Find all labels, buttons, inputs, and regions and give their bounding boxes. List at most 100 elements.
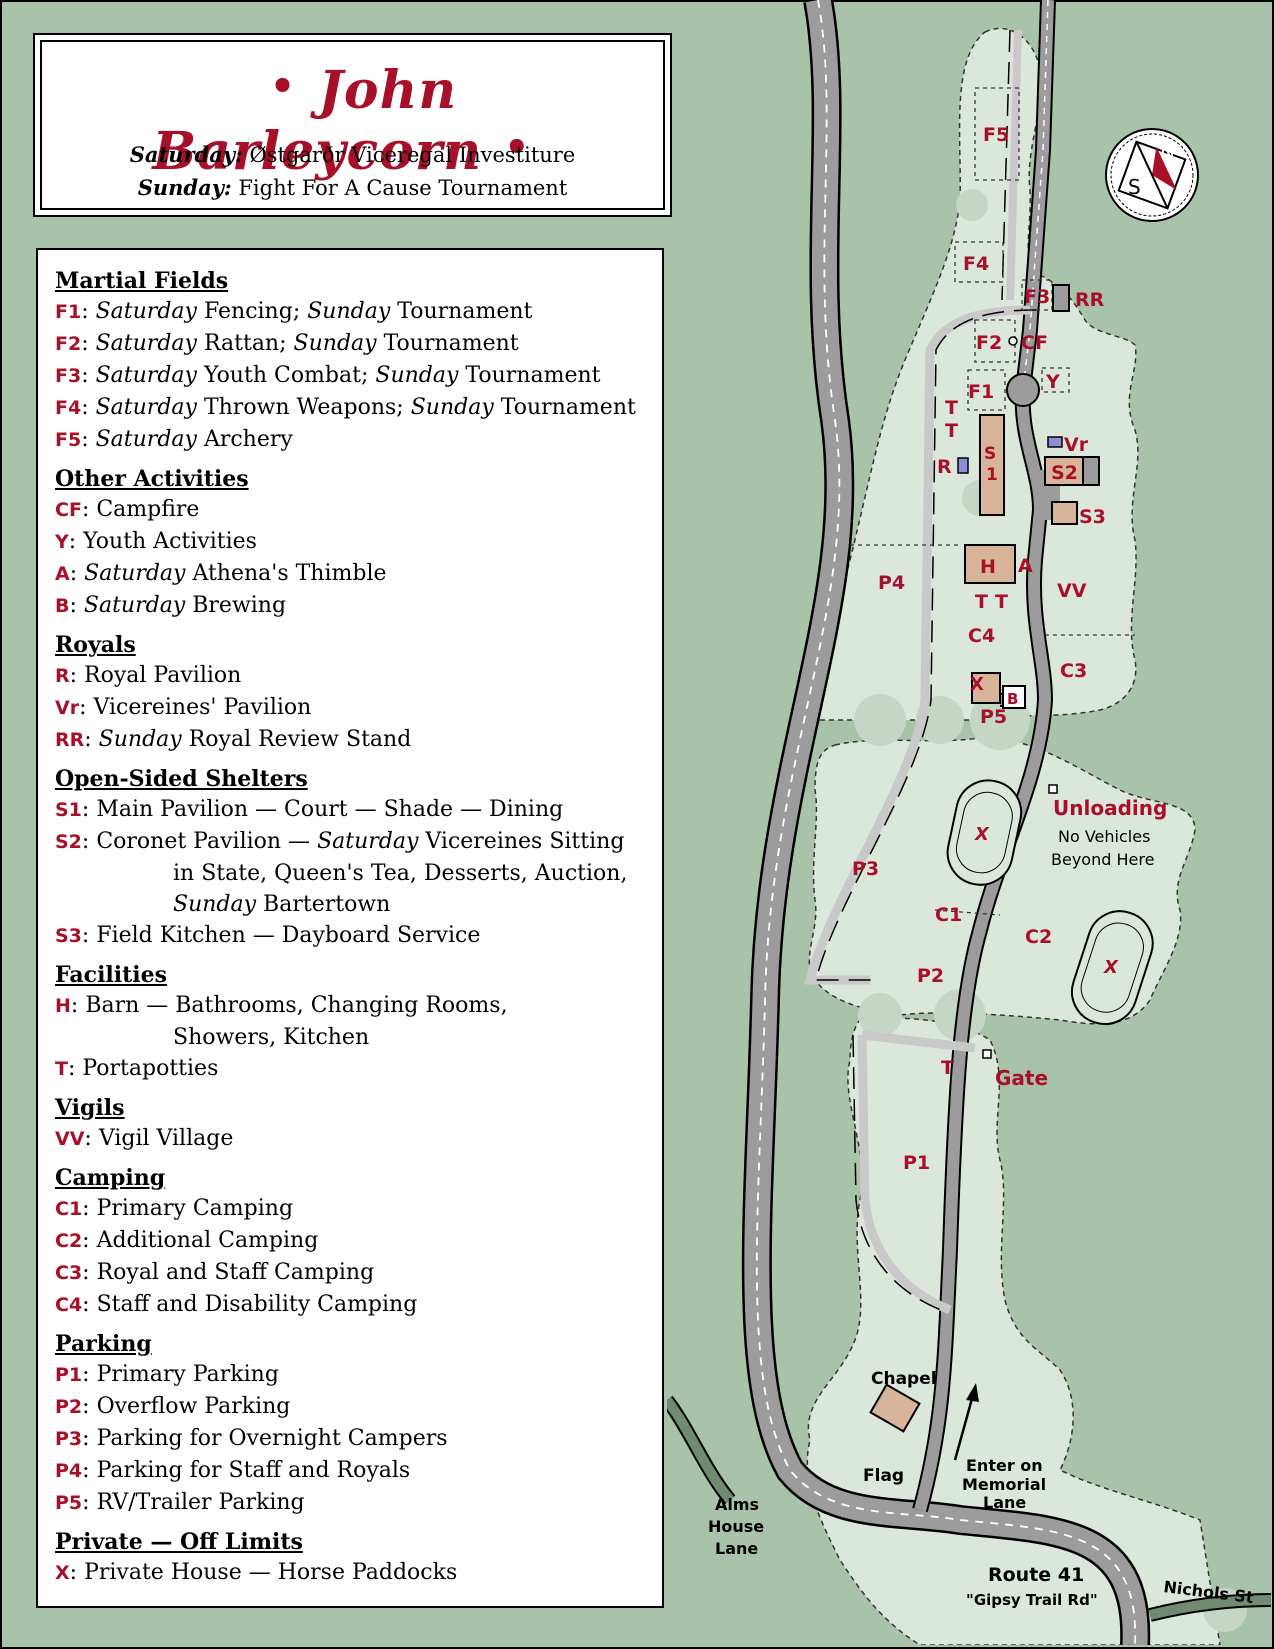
legend-item: Y: Youth Activities	[55, 529, 257, 554]
legend-item: C3: Royal and Staff Camping	[55, 1260, 375, 1285]
site-map: N S F5 F4 F3 RR F2 CF F1 Y T T R S 1 Vr …	[667, 0, 1271, 1645]
label-beyond-here: Beyond Here	[1051, 850, 1154, 869]
label-p2: P2	[917, 965, 944, 987]
label-gipsy-trail: "Gipsy Trail Rd"	[966, 1591, 1098, 1609]
legend-other: Other Activities CF: Campfire Y: Youth A…	[55, 464, 662, 622]
label-c3: C3	[1060, 660, 1087, 682]
title-box: •John Barleycorn• Saturday: Østgarðr Vic…	[33, 33, 672, 217]
label-y: Y	[1045, 371, 1060, 393]
buildings	[869, 284, 1100, 1433]
legend-item: CF: Campfire	[55, 497, 200, 522]
legend-item: F2: Saturday Rattan; Sunday Tournament	[55, 331, 519, 356]
label-x: X	[970, 674, 984, 695]
label-alms-lane: Lane	[715, 1539, 758, 1558]
label-p1: P1	[903, 1152, 930, 1174]
side-roads	[667, 1395, 1271, 1622]
legend-item: A: Saturday Athena's Thimble	[55, 561, 387, 586]
legend-item: X: Private House — Horse Paddocks	[55, 1560, 458, 1585]
s2-pavilion	[1044, 456, 1084, 486]
legend-camping: Camping C1: Primary Camping C2: Addition…	[55, 1163, 662, 1321]
vicereines-pavilion	[1047, 436, 1063, 448]
legend-heading: Vigils	[55, 1095, 125, 1121]
legend-item-continued: Showers, Kitchen	[173, 1025, 370, 1050]
label-c1: C1	[935, 904, 962, 926]
label-p3: P3	[852, 858, 879, 880]
legend-martial: Martial Fields F1: Saturday Fencing; Sun…	[55, 266, 662, 456]
royal-pavilion	[957, 457, 969, 474]
legend: Martial Fields F1: Saturday Fencing; Sun…	[36, 248, 664, 1608]
legend-item: F4: Saturday Thrown Weapons; Sunday Tour…	[55, 395, 636, 420]
label-memorial: Memorial	[962, 1475, 1046, 1494]
label-t: T	[975, 591, 988, 613]
legend-item: P4: Parking for Staff and Royals	[55, 1458, 411, 1483]
label-h: H	[980, 556, 996, 578]
label-flag: Flag	[863, 1466, 904, 1486]
label-c4: C4	[968, 625, 995, 647]
legend-item: H: Barn — Bathrooms, Changing Rooms,	[55, 993, 508, 1018]
flag-marker	[852, 1458, 912, 1488]
brewing-shed	[1002, 685, 1026, 709]
legend-item: S2: Coronet Pavilion — Saturday Vicerein…	[55, 829, 625, 854]
label-chapel: Chapel	[871, 1369, 937, 1389]
label-alms: Alms	[715, 1495, 759, 1514]
s1-pavilion	[979, 414, 1005, 516]
label-c2: C2	[1025, 926, 1052, 948]
legend-item: F5: Saturday Archery	[55, 427, 293, 452]
parking-tracks	[804, 29, 1037, 1315]
label-f3: F3	[1024, 286, 1050, 308]
legend-private: Private — Off Limits X: Private House — …	[55, 1527, 662, 1589]
paddocks	[946, 779, 1154, 1026]
gate-marker	[982, 1049, 992, 1059]
label-b: B	[1007, 690, 1018, 708]
label-s1: S	[984, 444, 996, 464]
sunday-event: Sunday: Fight For A Cause Tournament	[137, 175, 568, 200]
main-road	[741, 0, 1151, 1645]
label-no-vehicles: No Vehicles	[1058, 827, 1150, 846]
legend-item: P2: Overflow Parking	[55, 1394, 291, 1419]
legend-item: P5: RV/Trailer Parking	[55, 1490, 305, 1515]
legend-item: B: Saturday Brewing	[55, 593, 287, 618]
legend-item: P3: Parking for Overnight Campers	[55, 1426, 448, 1451]
label-vv: VV	[1057, 580, 1087, 602]
legend-heading: Martial Fields	[55, 268, 229, 294]
label-unloading: Unloading	[1053, 796, 1167, 820]
label-p4: P4	[878, 572, 905, 594]
legend-royals: Royals R: Royal Pavilion Vr: Vicereines'…	[55, 630, 662, 756]
legend-facilities: Facilities H: Barn — Bathrooms, Changing…	[55, 960, 662, 1085]
label-f2: F2	[976, 332, 1002, 354]
unloading-marker	[1048, 784, 1058, 794]
legend-heading: Camping	[55, 1165, 166, 1191]
compass-north: N	[1160, 140, 1175, 164]
label-p5: P5	[980, 706, 1007, 728]
barn	[964, 544, 1016, 584]
event-title: •John Barleycorn•	[152, 60, 531, 182]
legend-heading: Other Activities	[55, 466, 249, 492]
label-t: T	[945, 420, 958, 442]
label-f4: F4	[963, 253, 989, 275]
compass-south: S	[1128, 175, 1141, 199]
legend-heading: Open-Sided Shelters	[55, 766, 308, 792]
label-a: A	[1018, 555, 1033, 577]
legend-item: F1: Saturday Fencing; Sunday Tournament	[55, 299, 533, 324]
markers	[982, 336, 1058, 1059]
legend-item: Vr: Vicereines' Pavilion	[55, 695, 312, 720]
legend-heading: Royals	[55, 632, 136, 658]
legend-item: VV: Vigil Village	[55, 1126, 234, 1151]
legend-item: C2: Additional Camping	[55, 1228, 319, 1253]
label-route-41: Route 41	[988, 1564, 1084, 1586]
label-lane: Lane	[983, 1493, 1026, 1512]
legend-heading: Facilities	[55, 962, 168, 988]
legend-item: P1: Primary Parking	[55, 1362, 279, 1387]
turnaround	[1006, 373, 1040, 407]
label-r: R	[937, 456, 952, 478]
legend-item: R: Royal Pavilion	[55, 663, 242, 688]
title-box-inner: •John Barleycorn• Saturday: Østgarðr Vic…	[40, 40, 665, 210]
map-labels: F5 F4 F3 RR F2 CF F1 Y T T R S 1 Vr S2 S…	[708, 124, 1255, 1609]
paddock-1	[946, 779, 1023, 886]
label-f1: F1	[968, 381, 994, 403]
legend-item: C4: Staff and Disability Camping	[55, 1292, 418, 1317]
label-s1: 1	[986, 465, 998, 485]
label-house: House	[708, 1517, 764, 1536]
north-area	[812, 27, 1139, 721]
